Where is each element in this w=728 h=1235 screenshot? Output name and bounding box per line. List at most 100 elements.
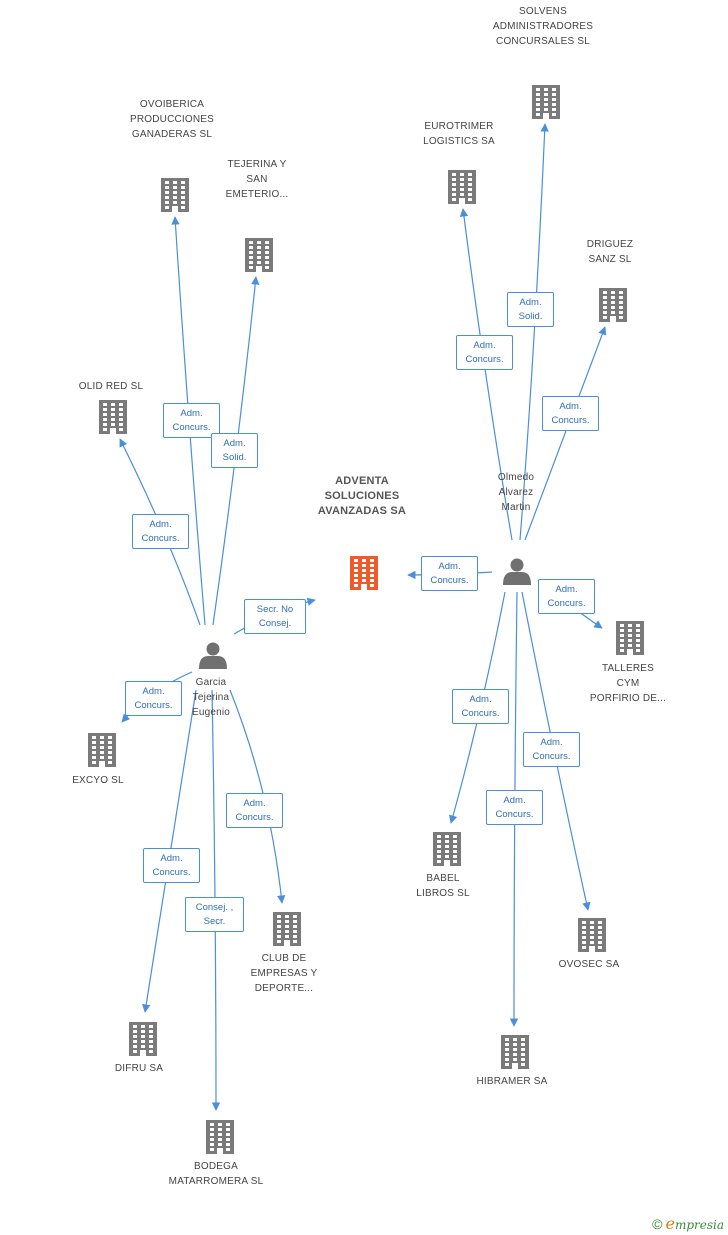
node-label-line: BODEGA: [193, 1161, 238, 1172]
relation-label-line: Concurs.: [172, 422, 211, 433]
relation-label-olmedo-babel[interactable]: Adm. Concurs.: [452, 689, 509, 724]
relation-label-garcia-ovoiberica[interactable]: Adm. Concurs.: [163, 403, 220, 438]
building-icon-solvens[interactable]: [532, 85, 560, 119]
node-label-hibramer[interactable]: HIBRAMER SA: [476, 1074, 547, 1089]
building-icon-bodega[interactable]: [206, 1120, 234, 1154]
node-label-line: Garcia: [195, 677, 227, 688]
relation-label-olmedo-driguez[interactable]: Adm. Concurs.: [542, 396, 599, 431]
node-label-line: Alvarez: [498, 487, 534, 498]
relation-label-olmedo-hibramer[interactable]: Adm. Concurs.: [486, 790, 543, 825]
node-label-excyo[interactable]: EXCYO SL: [72, 773, 124, 788]
node-label-line: DRIGUEZ: [586, 239, 634, 250]
relation-label-line: Concurs.: [134, 700, 173, 711]
building-icon-excyo[interactable]: [88, 733, 116, 767]
relation-label-olmedo-solvens[interactable]: Adm. Solid.: [507, 292, 554, 327]
node-label-line: CYM: [616, 678, 640, 689]
node-label-difru[interactable]: DIFRU SA: [115, 1061, 163, 1076]
relation-label-line: Adm.: [503, 795, 526, 806]
relation-label-olmedo-talleres[interactable]: Adm.Concurs.: [538, 579, 595, 614]
node-label-line: ADVENTA: [335, 475, 389, 487]
node-label-talleres[interactable]: TALLERES CYM PORFIRIO DE...: [590, 661, 666, 706]
building-icon-club[interactable]: [273, 912, 301, 946]
relation-label-line: Adm.: [180, 408, 203, 419]
node-label-line: CONCURSALES SL: [496, 36, 590, 47]
node-label-olid[interactable]: OLID RED SL: [79, 379, 143, 394]
relation-label-line: Concurs.: [235, 812, 274, 823]
relation-label-line: Concurs.: [461, 708, 500, 719]
relation-label-line: Adm.: [519, 297, 542, 308]
relation-label-line: Adm.: [469, 694, 492, 705]
building-icon-olid[interactable]: [99, 400, 127, 434]
relation-label-garcia-club[interactable]: Adm. Concurs.: [226, 793, 283, 828]
building-icon-eurotrimer[interactable]: [448, 170, 476, 204]
brand-name: mpresia: [674, 1218, 724, 1232]
relation-label-line: Adm.: [142, 686, 165, 697]
relation-label-line: Concurs.: [141, 533, 180, 544]
node-label-line: CLUB DE: [261, 953, 307, 964]
node-label-line: OVOIBERICA: [139, 99, 205, 110]
building-icon-adventa[interactable]: [350, 556, 378, 590]
building-icon-talleres[interactable]: [616, 621, 644, 655]
building-icon-tejerina_san[interactable]: [245, 238, 273, 272]
node-label-line: SOLUCIONES: [324, 490, 400, 502]
relation-label-line: Adm.: [540, 737, 563, 748]
relation-label-garcia-tejerina_san[interactable]: Adm.Solid.: [211, 433, 258, 468]
node-label-line: PORFIRIO DE...: [589, 693, 667, 704]
node-label-line: EXCYO SL: [72, 775, 124, 786]
relation-label-line: Concurs.: [551, 415, 590, 426]
node-label-line: OVOSEC SA: [558, 959, 620, 970]
relation-label-line: Secr. No: [256, 604, 294, 615]
building-icon-driguez[interactable]: [599, 288, 627, 322]
node-label-bodega[interactable]: BODEGA MATARROMERA SL: [169, 1159, 264, 1189]
node-label-line: LOGISTICS SA: [423, 136, 495, 147]
relation-label-line: Consej.: [258, 618, 292, 629]
relation-label-line: Adm.: [160, 853, 183, 864]
node-label-line: MATARROMERA SL: [168, 1176, 264, 1187]
relation-label-line: Adm.: [149, 519, 172, 530]
relation-label-line: Concurs.: [465, 354, 504, 365]
relation-label-olmedo-adventa[interactable]: Adm.Concurs.: [421, 556, 478, 591]
person-icon-olmedo[interactable]: [503, 558, 531, 586]
node-label-line: Olmedo: [497, 472, 535, 483]
node-label-ovosec[interactable]: OVOSEC SA: [559, 957, 620, 972]
node-label-line: Tejerina: [192, 692, 230, 703]
relation-label-garcia-difru[interactable]: Adm.Concurs.: [143, 848, 200, 883]
node-label-line: LIBROS SL: [416, 888, 470, 899]
relation-label-line: Solid.: [518, 311, 543, 322]
relation-label-garcia-adventa[interactable]: Secr. No Consej.: [244, 599, 306, 634]
edge-olmedo-driguez: [524, 326, 607, 541]
relation-label-garcia-excyo[interactable]: Adm. Concurs.: [125, 681, 182, 716]
relation-label-line: Adm.: [559, 401, 582, 412]
relation-label-line: Adm.: [243, 798, 266, 809]
relation-label-olmedo-eurotrimer[interactable]: Adm.Concurs.: [456, 335, 513, 370]
building-icon-ovosec[interactable]: [578, 918, 606, 952]
building-icon-babel[interactable]: [433, 832, 461, 866]
relation-label-olmedo-ovosec[interactable]: Adm. Concurs.: [523, 732, 580, 767]
building-icon-ovoiberica[interactable]: [161, 178, 189, 212]
building-icon-difru[interactable]: [129, 1022, 157, 1056]
relation-label-line: Solid.: [222, 452, 247, 463]
node-label-line: EMETERIO...: [225, 189, 289, 200]
relation-label-garcia-olid[interactable]: Adm. Concurs.: [132, 514, 189, 549]
node-label-line: GANADERAS SL: [131, 129, 213, 140]
node-label-line: Martin: [501, 502, 531, 513]
person-icon-garcia[interactable]: [199, 642, 227, 670]
building-icon-hibramer[interactable]: [501, 1035, 529, 1069]
relation-label-garcia-bodega[interactable]: Consej. ,Secr.: [185, 897, 244, 932]
relation-label-line: Concurs.: [532, 751, 571, 762]
relation-label-line: Secr.: [203, 916, 226, 927]
relation-label-line: Concurs.: [495, 809, 534, 820]
node-label-line: SAN: [246, 174, 268, 185]
node-label-line: HIBRAMER SA: [476, 1076, 548, 1087]
node-label-line: TALLERES: [601, 663, 654, 674]
